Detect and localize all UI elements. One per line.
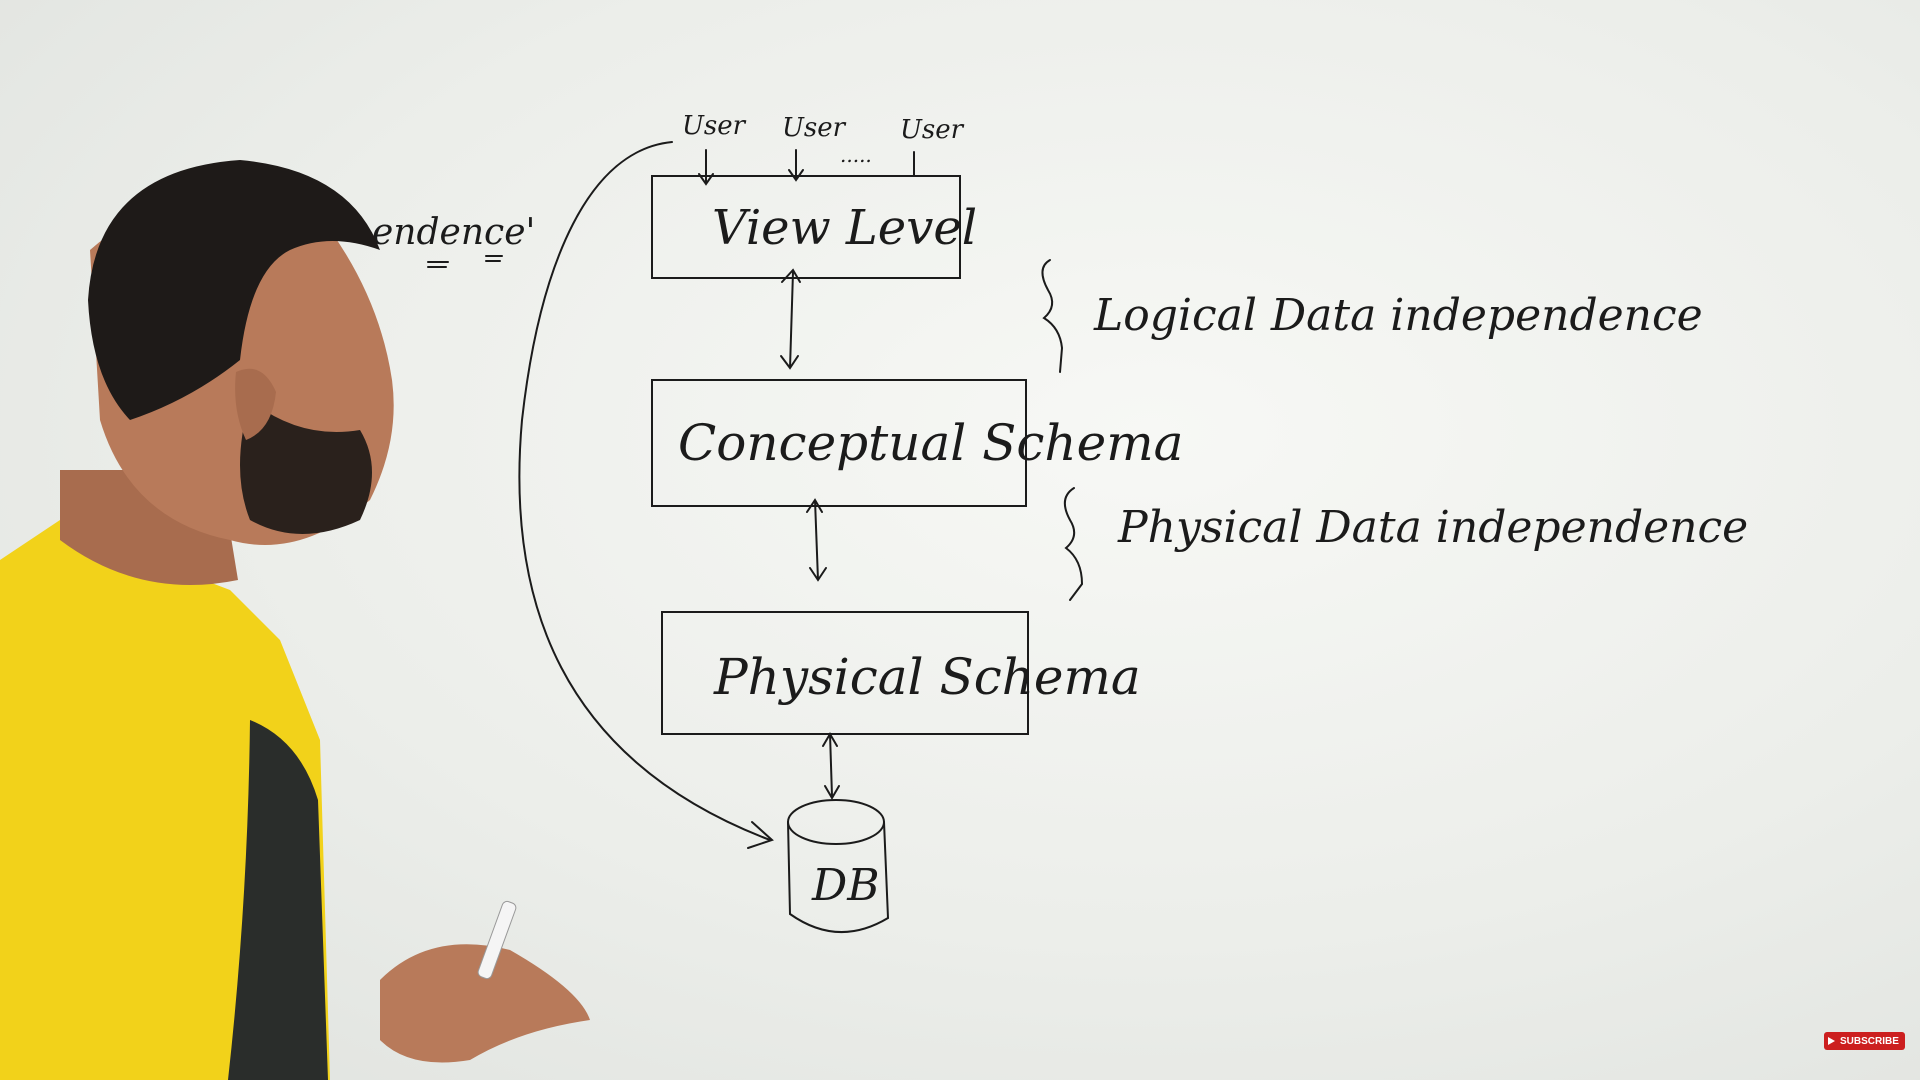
user-to-db-curve [518, 141, 774, 849]
db-label: DB [811, 860, 880, 911]
presenter-hands [380, 944, 590, 1063]
arrow-conceptual-physical [806, 498, 827, 582]
conceptual-schema-label: Conceptual Schema [678, 414, 1183, 472]
physical-independence-label: Physical Data independence [1117, 502, 1748, 553]
play-icon [1828, 1037, 1835, 1045]
marker-pen [477, 900, 517, 980]
presenter-ear [235, 368, 276, 440]
heading-underline [427, 255, 503, 268]
logical-independence-label: Logical Data independence [1093, 290, 1703, 341]
physical-brace [1063, 487, 1084, 601]
subscribe-button[interactable]: SUBSCRIBE [1824, 1032, 1905, 1050]
user-label-2: User [782, 113, 847, 143]
arrow-view-conceptual [780, 268, 801, 370]
user-label-3: User [900, 115, 965, 145]
view-level-label: View Level [712, 200, 977, 256]
subscribe-label: SUBSCRIBE [1840, 1035, 1899, 1047]
conceptual-schema-box [651, 379, 1027, 507]
user-label-1: User [682, 111, 747, 141]
view-level-box [651, 175, 961, 279]
presenter-hair [88, 160, 380, 420]
presenter-shirt-print [228, 720, 328, 1080]
arrow-physical-db [822, 732, 840, 800]
user-arrow-1 [698, 149, 714, 186]
logical-brace [1041, 259, 1064, 373]
physical-schema-label: Physical Schema [713, 648, 1141, 706]
partial-heading: endence' [372, 212, 535, 253]
physical-schema-box [661, 611, 1029, 735]
presenter [0, 160, 590, 1080]
db-cylinder [787, 799, 889, 934]
presenter-beard [240, 400, 372, 534]
user-ellipsis: ..... [840, 143, 872, 167]
